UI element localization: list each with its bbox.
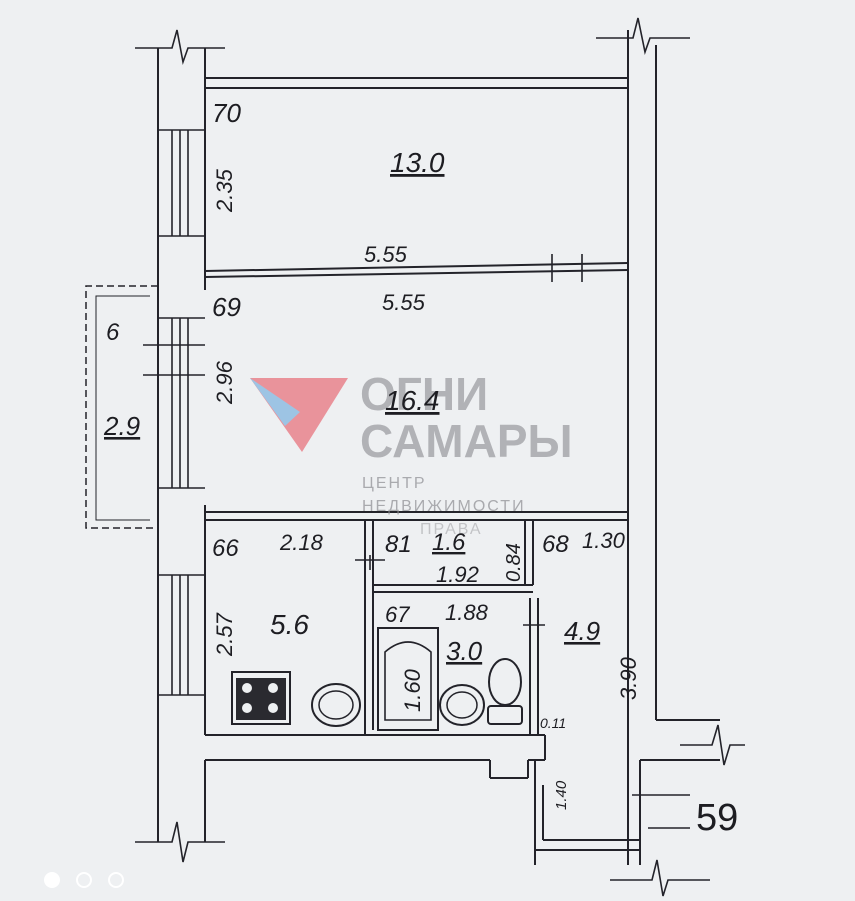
room-top-width: 5.55 bbox=[364, 242, 408, 267]
bathroom-width: 1.88 bbox=[445, 600, 489, 625]
balcony-inner bbox=[95, 295, 150, 521]
windows bbox=[143, 129, 205, 696]
closet-index: 81 bbox=[385, 531, 412, 558]
hall-depth: 3.90 bbox=[616, 656, 641, 700]
kitchen-index: 66 bbox=[212, 535, 239, 562]
closet-depth: 0.84 bbox=[503, 543, 525, 582]
closet-area: 1.6 bbox=[432, 529, 466, 556]
balcony-area: 2.9 bbox=[103, 411, 140, 441]
room-top-index: 70 bbox=[212, 98, 241, 128]
kitchen-sink-icon bbox=[311, 683, 361, 727]
hall-area: 4.9 bbox=[564, 616, 600, 646]
watermark-line4: НЕДВИЖИМОСТИ bbox=[362, 498, 526, 515]
room-middle-width: 5.55 bbox=[382, 290, 426, 315]
kitchen-area: 5.6 bbox=[270, 609, 309, 640]
walls bbox=[157, 30, 720, 865]
balcony-index: 6 bbox=[106, 319, 120, 346]
watermark-line3: ЦЕНТР bbox=[362, 475, 427, 492]
balcony-outline bbox=[85, 285, 158, 529]
carousel-dot-3[interactable] bbox=[108, 872, 124, 888]
washbasin-icon bbox=[439, 684, 485, 726]
room-middle-area: 16.4 bbox=[385, 385, 440, 416]
room-middle-depth: 2.96 bbox=[212, 360, 237, 405]
entry-wall-thickness: 0.11 bbox=[540, 715, 566, 731]
bathroom-area: 3.0 bbox=[446, 636, 483, 666]
watermark-logo bbox=[250, 378, 348, 452]
door-ticks bbox=[355, 254, 690, 829]
watermark-line1: ОГНИ bbox=[360, 368, 488, 420]
hall-width: 1.30 bbox=[582, 528, 626, 553]
watermark-line5: ПРАВА bbox=[420, 521, 483, 538]
bathroom-index: 67 bbox=[385, 602, 410, 627]
toilet-icon bbox=[487, 658, 523, 725]
break-lines bbox=[135, 17, 745, 897]
apartment-number: 59 bbox=[696, 797, 738, 839]
kitchen-width: 2.18 bbox=[279, 530, 324, 555]
carousel-dot-1[interactable] bbox=[44, 872, 60, 888]
closet-width: 1.92 bbox=[436, 562, 479, 587]
entry-depth: 1.40 bbox=[553, 780, 570, 810]
bathtub-icon bbox=[377, 627, 439, 731]
hall-index: 68 bbox=[542, 531, 569, 558]
room-top-area: 13.0 bbox=[390, 147, 445, 178]
room-middle-index: 69 bbox=[212, 292, 241, 322]
stove-icon bbox=[231, 671, 291, 725]
kitchen-depth: 2.57 bbox=[212, 612, 237, 657]
room-top-depth: 2.35 bbox=[212, 168, 237, 213]
carousel-dot-2[interactable] bbox=[76, 872, 92, 888]
watermark-line2: САМАРЫ bbox=[360, 415, 573, 467]
bathtub-length: 1.60 bbox=[400, 668, 425, 712]
